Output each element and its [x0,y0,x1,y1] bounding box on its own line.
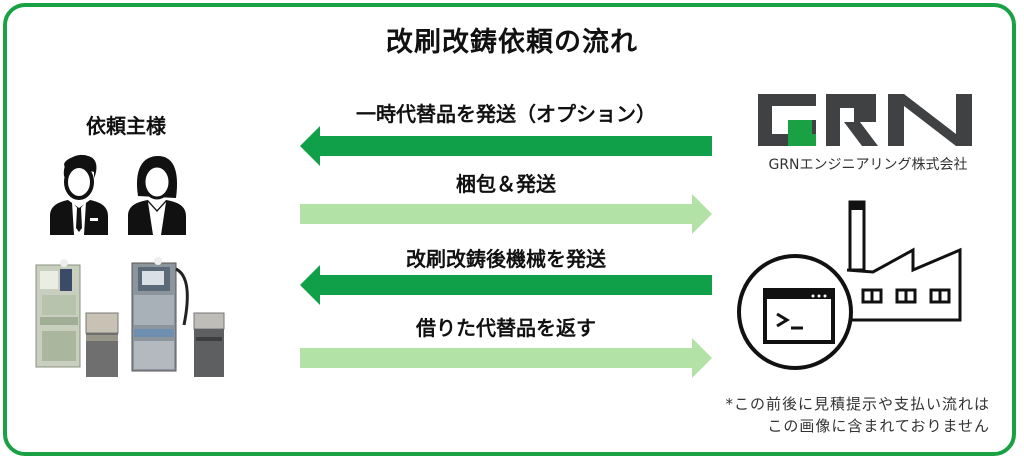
diagram-title: 改刷改鋳依頼の流れ [386,27,638,58]
flow-2-label: 梱包＆発送 [456,172,556,196]
arrow-left-dark-icon [300,126,712,166]
flow-2: 梱包＆発送 [300,168,712,238]
footnote-line-1: *この前後に見積提示や支払い流れは [725,395,990,413]
flow-3-label: 改刷改鋳後機械を発送 [406,247,606,271]
businesswoman-icon [128,156,186,235]
flow-1: 一時代替品を発送（オプション） [300,98,712,168]
flow-4-label: 借りた代替品を返す [416,316,596,340]
factory-terminal-icon [737,200,962,370]
flow-1-label: 一時代替品を発送（オプション） [356,102,656,126]
grn-logo [758,94,972,146]
client-label: 依頼主様 [86,114,166,138]
flow-4: 借りた代替品を返す [300,312,712,382]
coin-mechanism-machines-image [35,257,225,377]
flow-3: 改刷改鋳後機械を発送 [300,243,712,313]
arrow-right-light-icon [300,194,712,234]
diagram-frame [3,3,1016,456]
arrow-right-light-icon [300,338,712,378]
footnote: *この前後に見積提示や支払い流れは この画像に含まれておりません [725,393,990,437]
businessman-icon [50,154,108,235]
arrow-left-dark-icon [300,265,712,305]
footnote-line-2: この画像に含まれておりません [767,417,990,435]
company-name: GRNエンジニアリング株式会社 [768,157,968,173]
